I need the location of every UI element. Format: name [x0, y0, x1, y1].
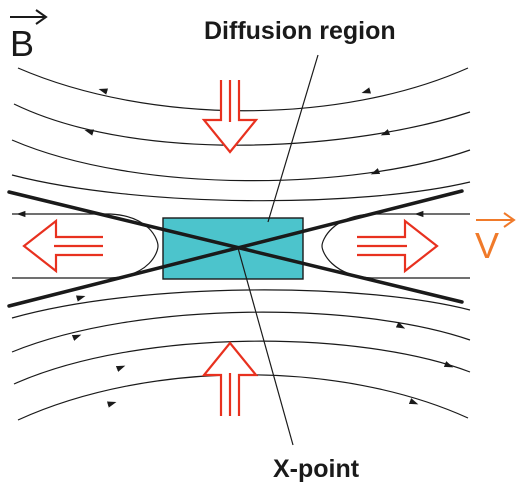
separatrix-lines — [7, 189, 464, 308]
field-line — [13, 340, 471, 385]
field-arrow — [71, 334, 82, 341]
inflow-arrow-top — [201, 80, 259, 154]
field-arrow — [115, 365, 126, 372]
separatrix-b — [7, 189, 464, 308]
field-arrow — [361, 87, 372, 94]
leader-diffusion-region — [267, 54, 319, 223]
field-arrow — [75, 295, 86, 302]
x-point-label: X-point — [273, 455, 360, 483]
field-line — [11, 174, 471, 202]
label-leader-lines — [237, 54, 319, 446]
field-arrow — [106, 401, 117, 408]
field-line — [11, 289, 471, 319]
outflow-arrow-right — [357, 218, 439, 274]
field-line — [17, 374, 469, 421]
leader-x-point — [237, 247, 294, 446]
b-vector-symbol: B — [10, 9, 48, 64]
field-arrow — [98, 88, 109, 95]
field-lines-bottom — [11, 289, 471, 421]
b-vector-label: B — [10, 23, 34, 64]
outflow-arrow-left — [22, 218, 103, 274]
inflow-arrow-bottom — [201, 341, 259, 416]
field-arrow — [408, 398, 419, 405]
v-vector-label: V — [475, 225, 499, 266]
field-line — [17, 67, 469, 112]
field-line — [11, 139, 471, 182]
v-vector-symbol: V — [475, 212, 516, 266]
field-line — [13, 103, 471, 146]
diffusion-region-label: Diffusion region — [204, 17, 396, 45]
field-line — [11, 311, 471, 353]
field-lines-top — [11, 67, 471, 202]
